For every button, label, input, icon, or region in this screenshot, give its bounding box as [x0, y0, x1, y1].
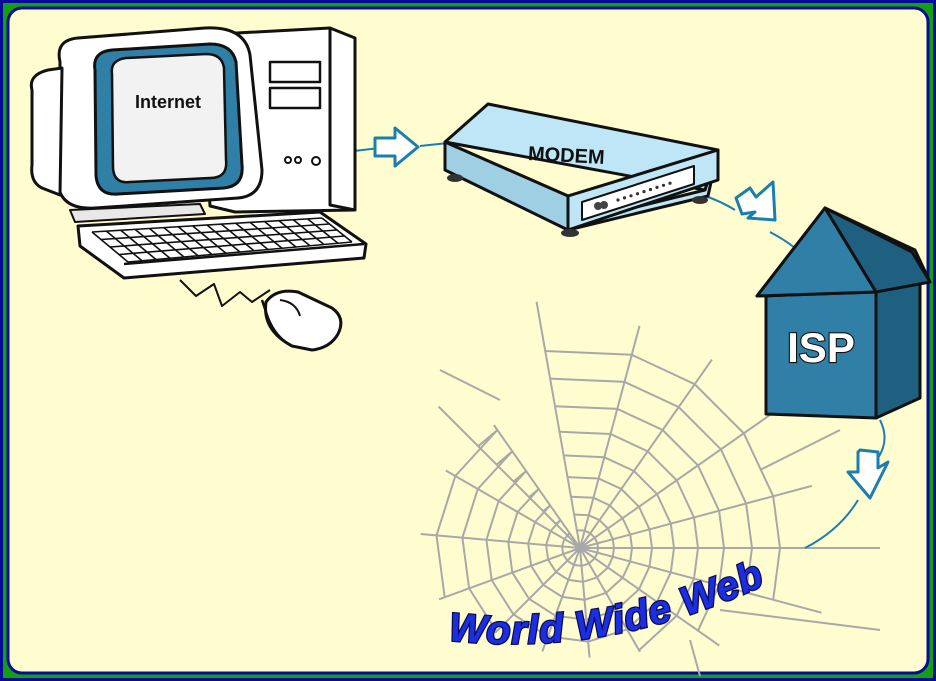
connector-to-web: [804, 499, 859, 549]
modem-led: [622, 196, 627, 200]
cobweb-ring: [435, 405, 726, 632]
modem-led: [635, 192, 640, 196]
arrow-computer-to-modem: [373, 126, 420, 168]
isp-house-icon: [755, 206, 932, 420]
cobweb-ring: [507, 476, 654, 621]
cobweb-spoke: [579, 547, 641, 653]
computer-icon: [29, 26, 368, 352]
modem-led: [642, 190, 646, 194]
keyboard-key-line: [321, 217, 353, 243]
modem-led: [655, 185, 659, 189]
keyboard-key-line: [220, 223, 255, 252]
computer-screen-label: Internet: [135, 92, 201, 112]
isp-label: ISP: [787, 324, 855, 371]
cobweb-spoke: [579, 359, 713, 549]
cobweb-anchor-thread: [439, 369, 501, 401]
keyboard-key-line: [292, 219, 325, 246]
keyboard-key-line: [249, 221, 283, 249]
keyboard-key-line: [91, 231, 129, 263]
keyboard-key-line: [134, 228, 171, 259]
keyboard-key-line: [307, 218, 339, 244]
cobweb-spoke: [579, 547, 822, 614]
cobweb-spoke: [493, 424, 581, 549]
modem-led: [629, 194, 633, 198]
cobweb-icon: [420, 301, 881, 677]
connector-isp-out: [877, 419, 886, 459]
keyboard-key-line: [105, 230, 143, 262]
modem-label: MODEM: [527, 143, 605, 169]
arrow-isp-to-web: [846, 448, 890, 500]
connector-modem-isp: [707, 196, 736, 211]
arrow-modem-to-isp: [734, 180, 777, 222]
modem-icon: [443, 102, 720, 237]
cobweb-spoke: [420, 533, 581, 549]
keyboard-key-line: [235, 222, 269, 251]
cobweb-anchor-thread: [689, 639, 701, 677]
cobweb-ring: [561, 529, 600, 567]
cobweb-anchor-thread: [759, 429, 841, 471]
keyboard-key-line: [192, 225, 227, 254]
cobweb-ring: [545, 513, 616, 583]
modem-led: [648, 187, 653, 192]
connector-modem-inlet: [419, 142, 449, 147]
keyboard-key-line: [163, 227, 199, 257]
modem-led: [661, 183, 666, 187]
keyboard-key-line: [278, 220, 311, 247]
cobweb-anchor-thread: [719, 609, 881, 631]
cobweb-spoke: [494, 547, 581, 634]
cobweb-spoke: [438, 547, 581, 601]
arrow-icon: [373, 126, 890, 500]
cobweb-spoke: [445, 469, 581, 549]
cobweb-ring: [527, 495, 634, 601]
keyboard-key-line: [177, 226, 213, 256]
cobweb-spoke: [535, 301, 581, 549]
mouse-icon: [260, 289, 343, 352]
cobweb-spoke: [579, 325, 641, 549]
keyboard-key-line: [206, 224, 241, 253]
modem-led: [616, 198, 620, 202]
keyboard-key-line: [263, 220, 297, 248]
cobweb-ring: [485, 454, 676, 643]
cobweb-ring: [461, 430, 700, 651]
keyboard-key-line: [148, 227, 185, 258]
keyboard-key-line: [120, 229, 157, 261]
cobweb-spoke: [579, 547, 720, 647]
modem-led: [668, 181, 672, 185]
